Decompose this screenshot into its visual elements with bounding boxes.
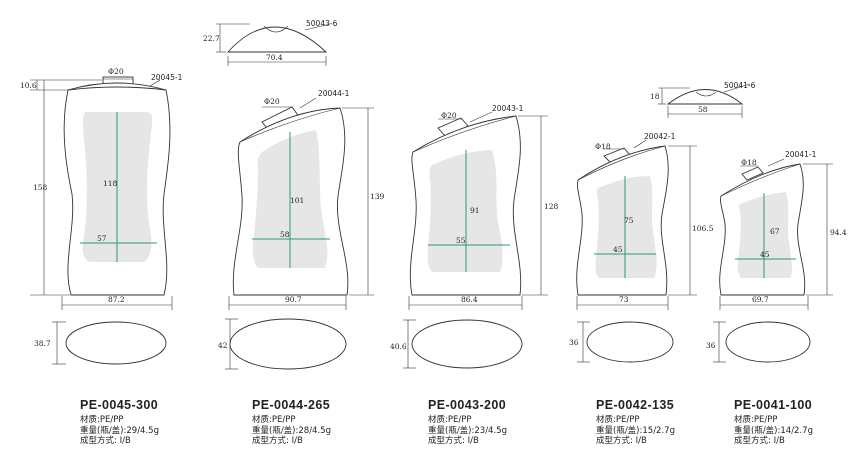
shoulder-height-label: 10.6 <box>20 81 37 90</box>
label-height-label: 67 <box>770 227 780 236</box>
weight-line: 重量(瓶/盖):28/4.5g <box>252 425 331 436</box>
product-name: PE-0044-265 <box>252 398 331 412</box>
weight-line: 重量(瓶/盖):29/4.5g <box>80 425 159 436</box>
product-caption: PE-0042-135 材质:PE/PP 重量(瓶/盖):15/2.7g 成型方… <box>596 398 675 447</box>
molding-line: 成型方式: I/B <box>80 436 131 446</box>
label-width-label: 45 <box>613 245 623 254</box>
label-height-label: 75 <box>624 216 634 225</box>
label-width-label: 55 <box>456 236 466 245</box>
bottle-drawing-pe-0044-265: 101 58 139 Φ20 20044-1 90.7 42 <box>218 89 385 370</box>
material-line: 材质:PE/PP <box>80 415 124 425</box>
product-caption: PE-0045-300 材质:PE/PP 重量(瓶/盖):29/4.5g 成型方… <box>80 398 159 447</box>
molding-line: 成型方式: I/B <box>596 436 647 446</box>
material-value: PE/PP <box>99 415 124 425</box>
bottle-drawing-pe-0043-200: 91 55 128 Φ20 20043-1 86.4 40.6 <box>390 104 559 369</box>
molding-line: 成型方式: I/B <box>734 436 785 446</box>
neck-diameter-label: Φ20 <box>108 67 124 76</box>
bottle-code-label: 20041-1 <box>785 150 817 159</box>
weight-value: 23/4.5g <box>474 425 507 436</box>
overall-width-label: 73 <box>619 295 629 304</box>
label-height-label: 101 <box>290 196 304 205</box>
molding-value: I/B <box>467 436 479 446</box>
molding-line: 成型方式: I/B <box>428 436 479 446</box>
overall-width-label: 86.4 <box>461 295 478 304</box>
cap-height-label: 18 <box>650 92 660 101</box>
depth-label: 40.6 <box>390 342 407 351</box>
cap-width-label: 70.4 <box>266 53 283 62</box>
material-value: PE/PP <box>615 415 640 425</box>
product-name: PE-0042-135 <box>596 398 675 412</box>
neck-diameter-label: Φ20 <box>264 97 280 106</box>
depth-label: 36 <box>569 338 579 347</box>
weight-line: 重量(瓶/盖):15/2.7g <box>596 425 675 436</box>
product-caption: PE-0043-200 材质:PE/PP 重量(瓶/盖):23/4.5g 成型方… <box>428 398 507 447</box>
overall-height-label: 158 <box>33 183 48 192</box>
weight-value: 15/2.7g <box>642 425 675 436</box>
bottle-drawing-pe-0045-300: 118 57 10.6 158 Φ20 20045-1 87.2 38.7 <box>20 67 183 365</box>
material-line: 材质:PE/PP <box>252 415 296 425</box>
molding-value: I/B <box>773 436 785 446</box>
material-value: PE/PP <box>271 415 296 425</box>
label-width-label: 58 <box>280 230 290 239</box>
bottle-code-label: 20042-1 <box>644 132 676 141</box>
weight-value: 29/4.5g <box>126 425 159 436</box>
neck-diameter-label: Φ18 <box>741 158 757 167</box>
molding-value: I/B <box>119 436 131 446</box>
label-height-label: 91 <box>470 206 480 215</box>
material-value: PE/PP <box>753 415 778 425</box>
bottle-drawing-pe-0041-100: 67 45 94.4 Φ18 20041-1 69.7 36 <box>706 150 847 363</box>
cap-width-label: 58 <box>698 105 708 114</box>
overall-height-label: 94.4 <box>830 228 847 237</box>
molding-line: 成型方式: I/B <box>252 436 303 446</box>
molding-value: I/B <box>291 436 303 446</box>
bottle-code-label: 20044-1 <box>318 89 350 98</box>
cap-code-label: 50043-6 <box>306 19 338 28</box>
weight-line: 重量(瓶/盖):14/2.7g <box>734 425 813 436</box>
molding-value: I/B <box>635 436 647 446</box>
weight-value: 28/4.5g <box>298 425 331 436</box>
overall-width-label: 90.7 <box>285 295 302 304</box>
depth-label: 36 <box>706 341 716 350</box>
cap-height-label: 22.7 <box>203 34 220 43</box>
material-line: 材质:PE/PP <box>428 415 472 425</box>
label-width-label: 45 <box>760 250 770 259</box>
material-value: PE/PP <box>447 415 472 425</box>
product-name: PE-0041-100 <box>734 398 813 412</box>
overall-height-label: 128 <box>544 202 559 211</box>
neck-diameter-label: Φ18 <box>595 142 611 151</box>
product-caption: PE-0041-100 材质:PE/PP 重量(瓶/盖):14/2.7g 成型方… <box>734 398 813 447</box>
product-name: PE-0045-300 <box>80 398 159 412</box>
cap-drawing-50041-6: 18 58 50041-6 <box>650 81 756 118</box>
overall-width-label: 69.7 <box>752 295 769 304</box>
cap-drawing-50043-6: 22.7 70.4 50043-6 <box>203 19 338 66</box>
depth-label: 38.7 <box>34 339 51 348</box>
bottle-code-label: 20045-1 <box>151 73 183 82</box>
cap-code-label: 50041-6 <box>724 81 756 90</box>
material-line: 材质:PE/PP <box>734 415 778 425</box>
product-name: PE-0043-200 <box>428 398 507 412</box>
label-width-label: 57 <box>97 234 107 243</box>
neck-diameter-label: Φ20 <box>441 111 457 120</box>
weight-value: 14/2.7g <box>780 425 813 436</box>
product-caption: PE-0044-265 材质:PE/PP 重量(瓶/盖):28/4.5g 成型方… <box>252 398 331 447</box>
weight-line: 重量(瓶/盖):23/4.5g <box>428 425 507 436</box>
depth-label: 42 <box>218 341 228 350</box>
bottle-code-label: 20043-1 <box>492 104 524 113</box>
bottle-drawing-pe-0042-135: 75 45 106.5 Φ18 20042-1 73 36 <box>569 132 714 363</box>
material-line: 材质:PE/PP <box>596 415 640 425</box>
overall-height-label: 106.5 <box>692 224 714 233</box>
overall-height-label: 139 <box>370 192 385 201</box>
label-height-label: 118 <box>103 179 118 188</box>
overall-width-label: 87.2 <box>108 295 125 304</box>
